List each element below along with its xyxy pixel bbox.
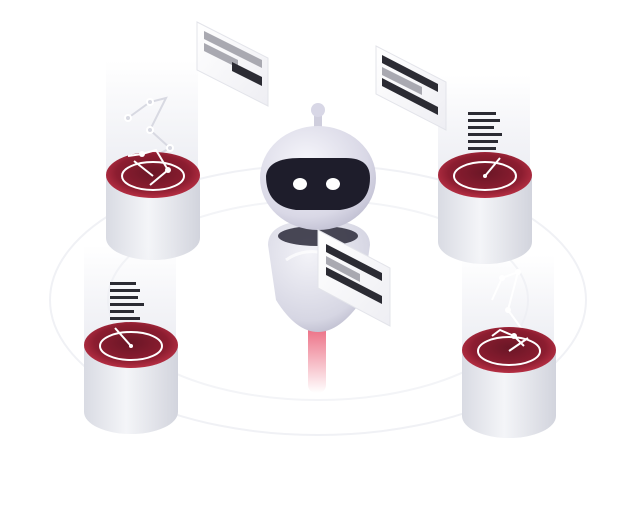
line-graph-icon [491,269,525,333]
robot-head [260,126,376,230]
robot-visor [266,158,370,210]
robot-eye-left [293,178,307,190]
pod-top-right [438,75,532,264]
document-card-icon [375,45,447,131]
gauge-icon [477,328,541,366]
bar-list-icon [468,112,502,150]
gauge-icon [121,148,185,191]
robot-eye-right [326,178,340,190]
pod-bottom-right [462,255,556,438]
document-card-icon [196,21,269,107]
pod-top-left [106,60,200,260]
line-graph-icon [124,96,174,161]
gauge-icon [453,157,517,191]
thruster-flame [308,318,326,393]
gauge-icon [99,327,163,361]
document-card-icon [317,229,391,327]
pod-bottom-left [84,245,178,434]
bar-list-icon [110,282,144,320]
